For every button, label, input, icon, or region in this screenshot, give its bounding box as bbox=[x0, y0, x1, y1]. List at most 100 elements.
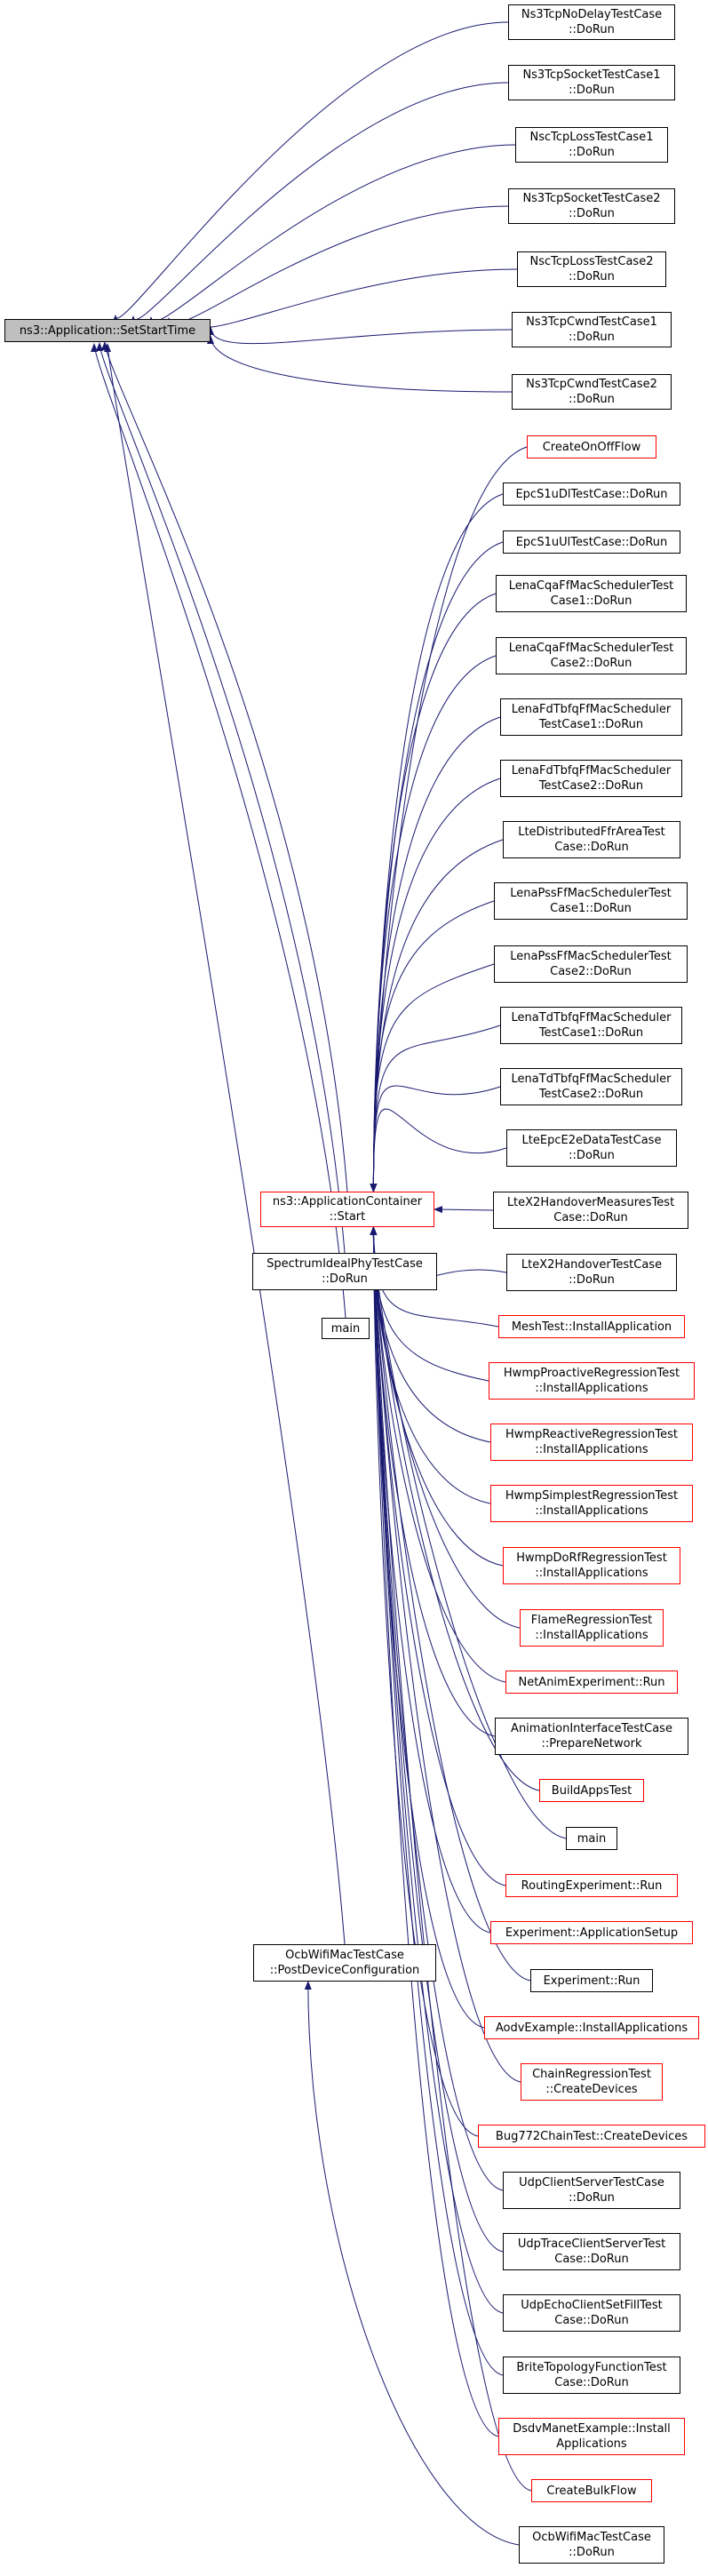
node-label: OcbWifiMacTestCase bbox=[532, 2531, 651, 2544]
edge-app-to-root bbox=[101, 341, 348, 1192]
node-label: Case::DoRun bbox=[554, 2253, 629, 2266]
node-label: UdpEchoClientSetFillTest bbox=[521, 2299, 663, 2312]
node-animationinterfacetestcase-preparenetwork-c23[interactable]: AnimationInterfaceTestCase::PrepareNetwo… bbox=[495, 1718, 688, 1755]
node-netanimexperiment-run-c22[interactable]: NetAnimExperiment::Run bbox=[505, 1671, 678, 1694]
node-main-c25[interactable]: main bbox=[566, 1827, 617, 1850]
node-label: Bug772ChainTest::CreateDevices bbox=[495, 2129, 688, 2143]
node-label: Case2::DoRun bbox=[550, 657, 632, 670]
edge-n4-to-root bbox=[165, 205, 509, 327]
node-bug772chaintest-createdevices-c31[interactable]: Bug772ChainTest::CreateDevices bbox=[478, 2125, 705, 2148]
node-ns3tcpsockettestcase1-dorun-n2[interactable]: Ns3TcpSocketTestCase1::DoRun bbox=[508, 65, 675, 100]
node-label: Case1::DoRun bbox=[550, 902, 632, 915]
node-nsctcplosstestcase1-dorun-n3[interactable]: NscTcpLossTestCase1::DoRun bbox=[515, 127, 668, 163]
node-label: ::DoRun bbox=[569, 270, 615, 283]
node-routingexperiment-run-c26[interactable]: RoutingExperiment::Run bbox=[505, 1874, 678, 1897]
node-hwmpsimplestregressiontest-installapplications-c19[interactable]: HwmpSimplestRegressionTest::InstallAppli… bbox=[490, 1485, 693, 1522]
node-label: ::DoRun bbox=[569, 146, 615, 159]
node-label: TestCase1::DoRun bbox=[538, 1026, 644, 1040]
edge-n3-to-root bbox=[147, 144, 516, 326]
node-label: LenaPssFfMacSchedulerTest bbox=[510, 887, 672, 900]
edge-spec-to-root bbox=[96, 342, 346, 1254]
node-label: LteDistributedFfrAreaTest bbox=[518, 825, 665, 839]
node-hwmpdorfregressiontest-installapplications-c20[interactable]: HwmpDoRfRegressionTest::InstallApplicati… bbox=[503, 1547, 680, 1584]
node-label: LenaTdTbfqFfMacScheduler bbox=[511, 1073, 672, 1086]
node-label: BuildAppsTest bbox=[551, 1783, 632, 1798]
node-ns3tcpnodelaytestcase-dorun-n1[interactable]: Ns3TcpNoDelayTestCase::DoRun bbox=[508, 4, 675, 40]
edge-c28-to-app bbox=[370, 1226, 531, 1982]
edge-c34-to-app bbox=[370, 1226, 504, 2314]
node-label: NscTcpLossTestCase2 bbox=[529, 255, 654, 268]
node-meshtest-installapplication-c16[interactable]: MeshTest::InstallApplication bbox=[498, 1315, 685, 1338]
node-label: ns3::ApplicationContainer bbox=[272, 1195, 423, 1208]
node-label: Applications bbox=[556, 2437, 627, 2451]
node-nsctcplosstestcase2-dorun-n5[interactable]: NscTcpLossTestCase2::DoRun bbox=[517, 251, 666, 287]
node-ocbwifimactestcase-postdeviceconfiguration-ocbpost[interactable]: OcbWifiMacTestCase::PostDeviceConfigurat… bbox=[253, 1944, 436, 1982]
edge-c30-to-app bbox=[370, 1226, 521, 2083]
node-udpclientservertestcase-dorun-c32[interactable]: UdpClientServerTestCase::DoRun bbox=[503, 2172, 680, 2209]
node-spectrumidealphytestcase-dorun-spec[interactable]: SpectrumIdealPhyTestCase::DoRun bbox=[252, 1253, 437, 1290]
node-hwmpreactiveregressiontest-installapplications-c18[interactable]: HwmpReactiveRegressionTest::InstallAppli… bbox=[490, 1424, 693, 1461]
edge-c03-to-app bbox=[370, 541, 504, 1192]
node-label: Ns3TcpSocketTestCase2 bbox=[522, 192, 661, 205]
node-label: ns3::Application::SetStartTime bbox=[19, 323, 196, 338]
node-label: RoutingExperiment::Run bbox=[521, 1878, 663, 1893]
node-ns3tcpsockettestcase2-dorun-n4[interactable]: Ns3TcpSocketTestCase2::DoRun bbox=[508, 188, 675, 224]
node-main-main1[interactable]: main bbox=[322, 1318, 370, 1339]
node-epcs1uultestcase-dorun-c03[interactable]: EpcS1uUlTestCase::DoRun bbox=[503, 530, 680, 554]
node-label: ::DoRun bbox=[569, 393, 615, 406]
node-label: AnimationInterfaceTestCase bbox=[511, 1722, 672, 1735]
node-ltex2handovertestcase-dorun-c15[interactable]: LteX2HandoverTestCase::DoRun bbox=[506, 1254, 677, 1291]
edge-c36-to-app bbox=[370, 1226, 499, 2437]
node-createonoffflow-c01[interactable]: CreateOnOffFlow bbox=[527, 435, 656, 459]
edge-n5-to-root bbox=[187, 268, 518, 329]
node-buildappstest-c24[interactable]: BuildAppsTest bbox=[539, 1779, 644, 1802]
node-label: ::PrepareNetwork bbox=[541, 1737, 642, 1751]
node-experiment-applicationsetup-c27[interactable]: Experiment::ApplicationSetup bbox=[490, 1921, 693, 1944]
node-label: ::InstallApplications bbox=[535, 1382, 648, 1395]
node-label: LenaCqaFfMacSchedulerTest bbox=[508, 642, 674, 655]
node-lteepce2edatatestcase-dorun-c13[interactable]: LteEpcE2eDataTestCase::DoRun bbox=[506, 1129, 677, 1167]
edge-c09-to-app bbox=[370, 900, 495, 1192]
node-label: LteEpcE2eDataTestCase bbox=[521, 1134, 662, 1147]
node-ns3tcpcwndtestcase2-dorun-n7[interactable]: Ns3TcpCwndTestCase2::DoRun bbox=[512, 374, 672, 410]
node-createbulkflow-c37[interactable]: CreateBulkFlow bbox=[531, 2479, 652, 2502]
edge-c17-to-app bbox=[370, 1226, 489, 1382]
node-label: Experiment::ApplicationSetup bbox=[505, 1926, 679, 1940]
node-label: Case::DoRun bbox=[554, 2314, 629, 2327]
node-ns3tcpcwndtestcase1-dorun-n6[interactable]: Ns3TcpCwndTestCase1::DoRun bbox=[512, 312, 672, 347]
node-label: ::Start bbox=[329, 1210, 366, 1224]
node-label: ::DoRun bbox=[322, 1272, 368, 1286]
node-label: LteX2HandoverTestCase bbox=[521, 1258, 663, 1272]
node-flameregressiontest-installapplications-c21[interactable]: FlameRegressionTest::InstallApplications bbox=[520, 1609, 664, 1647]
edge-c25-to-app bbox=[370, 1226, 567, 1839]
edge-c37-to-app bbox=[370, 1226, 532, 2492]
node-epcs1udltestcase-dorun-c02[interactable]: EpcS1uDlTestCase::DoRun bbox=[503, 483, 680, 506]
node-label: UdpClientServerTestCase bbox=[519, 2176, 664, 2189]
node-aodvexample-installapplications-c29[interactable]: AodvExample::InstallApplications bbox=[484, 2016, 699, 2039]
node-label: ::DoRun bbox=[569, 207, 615, 220]
node-hwmpproactiveregressiontest-installapplications-c17[interactable]: HwmpProactiveRegressionTest::InstallAppl… bbox=[489, 1362, 695, 1400]
node-ns3-applicationcontainer-start-app[interactable]: ns3::ApplicationContainer::Start bbox=[260, 1192, 434, 1227]
node-label: HwmpProactiveRegressionTest bbox=[503, 1367, 680, 1380]
edge-c13-to-app bbox=[370, 1108, 507, 1192]
node-label: LenaFdTbfqFfMacScheduler bbox=[511, 764, 672, 778]
node-experiment-run-c28[interactable]: Experiment::Run bbox=[530, 1969, 653, 1992]
node-chainregressiontest-createdevices-c30[interactable]: ChainRegressionTest::CreateDevices bbox=[521, 2063, 663, 2101]
node-ocbwifimactestcase-dorun-c38[interactable]: OcbWifiMacTestCase::DoRun bbox=[519, 2526, 664, 2564]
